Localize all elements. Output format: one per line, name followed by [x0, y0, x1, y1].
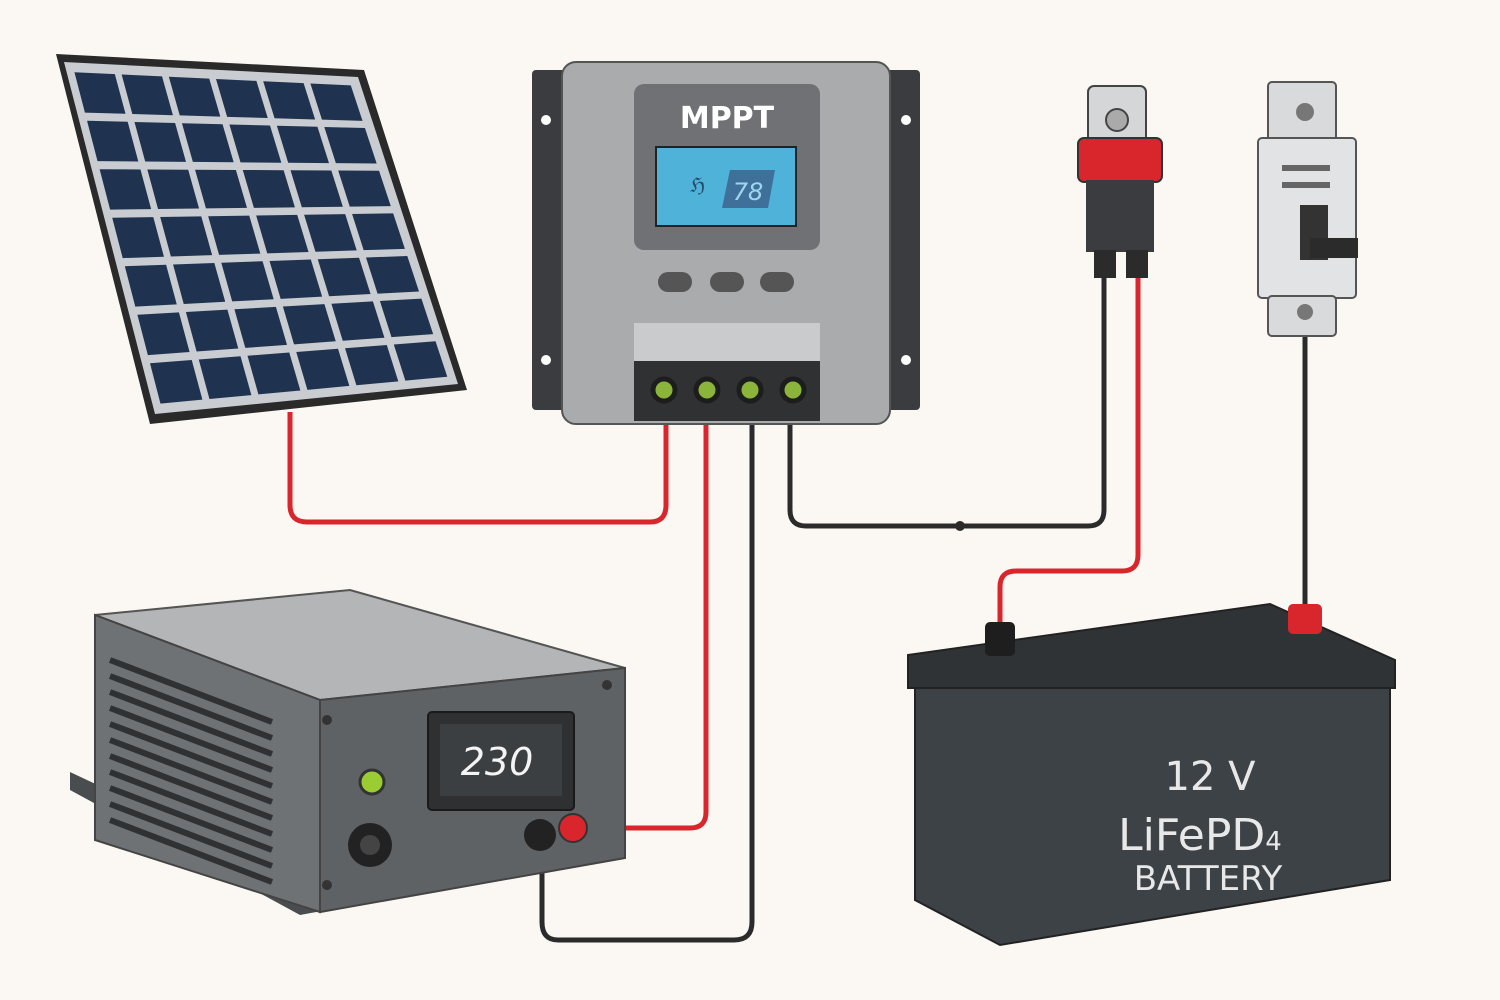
- solar-cell: [124, 264, 177, 307]
- solar-cell: [185, 309, 239, 352]
- solar-cell: [137, 312, 190, 356]
- vent-slot: [108, 737, 274, 805]
- battery-label: BATTERY: [1134, 859, 1283, 899]
- solar-cell: [134, 121, 186, 162]
- vent-slot: [108, 801, 274, 869]
- battery-icon: 12 V LiFePD4 BATTERY: [907, 602, 1396, 947]
- solar-cell: [310, 83, 363, 121]
- solar-cell: [317, 257, 371, 297]
- vent-slot: [108, 657, 274, 725]
- controller-button-2[interactable]: [710, 272, 744, 292]
- solar-cell: [74, 72, 126, 114]
- solar-cell: [304, 214, 357, 252]
- wire-battery-positive: [997, 278, 1141, 628]
- lcd-indicator: ℌ: [690, 173, 705, 197]
- inverter-display: 230: [461, 740, 534, 784]
- battery-voltage: 12 V: [1165, 754, 1257, 800]
- solar-cell: [296, 348, 350, 390]
- vent-slot: [108, 689, 274, 757]
- lcd-value: 78: [733, 178, 764, 206]
- terminal-load-negative: [736, 376, 764, 404]
- terminal-battery-negative: [779, 376, 807, 404]
- wire-joint: [955, 521, 965, 531]
- solar-cell: [282, 304, 336, 345]
- solar-cell: [99, 169, 152, 210]
- solar-cell: [324, 126, 377, 164]
- vent-slot: [108, 769, 274, 837]
- solar-cell: [263, 81, 316, 120]
- vent-slot: [108, 753, 274, 821]
- solar-cell: [181, 123, 234, 163]
- negative-terminal: [524, 819, 556, 851]
- wire-panel-positive: [287, 412, 669, 525]
- vent-slot: [108, 817, 274, 885]
- solar-cell: [147, 169, 200, 210]
- solar-cell: [149, 360, 203, 404]
- power-led: [358, 768, 386, 796]
- solar-cell: [229, 124, 282, 163]
- battery-positive-terminal: [1288, 604, 1322, 634]
- charge-controller-icon: MPPT ℌ 78: [532, 61, 920, 425]
- wire-inverter-positive: [578, 425, 709, 831]
- solar-cell: [112, 217, 164, 259]
- solar-cell: [216, 78, 268, 119]
- vent-slot: [108, 673, 274, 741]
- solar-cell: [379, 298, 434, 338]
- vent-slot: [108, 785, 274, 853]
- solar-cell: [160, 216, 213, 257]
- solar-cell: [208, 215, 261, 255]
- solar-cell: [173, 262, 226, 305]
- solar-cell: [393, 341, 448, 381]
- wire-battery-negative: [787, 278, 1107, 529]
- battery-chemistry: LiFePD4: [1118, 810, 1282, 861]
- solar-cell: [331, 301, 385, 341]
- solar-cell: [168, 76, 221, 117]
- solar-cell: [242, 169, 295, 208]
- solar-cell: [195, 169, 247, 209]
- fuse-holder-icon: [1077, 85, 1163, 278]
- solar-cell: [247, 352, 301, 395]
- circuit-breaker-icon: [1257, 81, 1358, 337]
- solar-cell: [290, 170, 343, 208]
- controller-button-1[interactable]: [658, 272, 692, 292]
- solar-cell: [352, 213, 405, 251]
- solar-cell: [365, 255, 420, 294]
- solar-cell: [121, 74, 173, 116]
- solar-cell: [276, 125, 329, 164]
- solar-panel-icon: [56, 54, 467, 424]
- wire-inverter-negative: [539, 425, 755, 943]
- vent-slot: [108, 705, 274, 773]
- wires: [287, 278, 1308, 943]
- battery-negative-terminal: [985, 622, 1015, 656]
- terminal-pv-positive: [650, 376, 678, 404]
- solar-cell: [269, 259, 323, 299]
- solar-cell: [345, 345, 399, 386]
- solar-cell: [234, 306, 288, 348]
- inverter-icon: 230: [70, 588, 626, 915]
- controller-label: MPPT: [680, 101, 775, 136]
- vent-slot: [108, 721, 274, 789]
- controller-button-3[interactable]: [760, 272, 794, 292]
- terminal-load-positive: [693, 376, 721, 404]
- positive-terminal: [558, 813, 588, 843]
- solar-cell: [221, 261, 274, 302]
- solar-cell: [338, 170, 391, 207]
- solar-cell: [198, 356, 252, 400]
- solar-cell: [87, 120, 139, 162]
- solar-cell: [256, 214, 309, 254]
